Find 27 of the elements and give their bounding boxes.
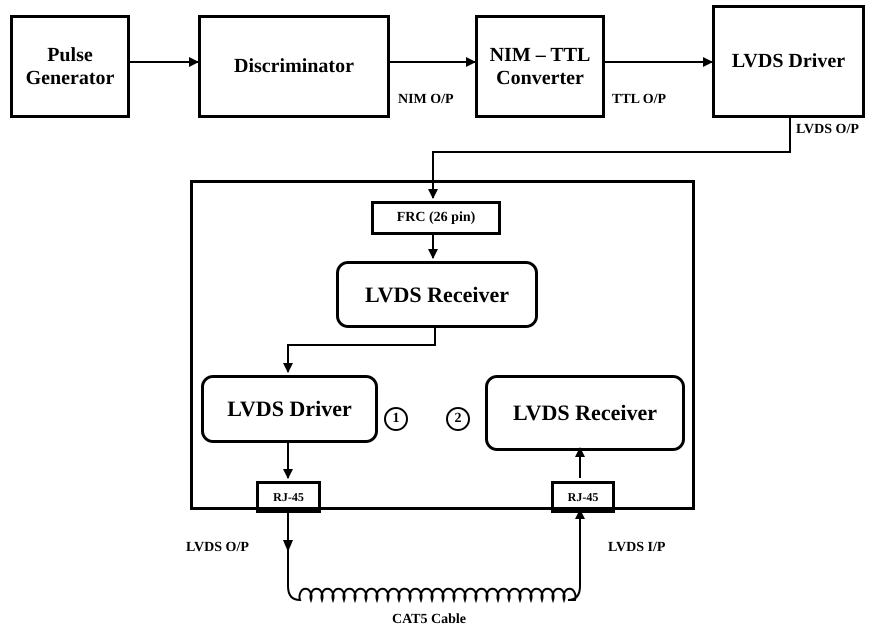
edge-label: LVDS O/P bbox=[796, 122, 859, 138]
container-box bbox=[190, 180, 695, 510]
signal-label: LVDS O/P bbox=[186, 540, 249, 556]
block-box: RJ-45 bbox=[256, 481, 321, 513]
arrow bbox=[283, 325, 436, 373]
arrow bbox=[390, 57, 476, 67]
arrow bbox=[428, 118, 791, 199]
block-box: NIM – TTL Converter bbox=[475, 15, 605, 118]
numbered-circle: 1 bbox=[384, 407, 408, 431]
arrow bbox=[575, 447, 585, 478]
cable-label: CAT5 Cable bbox=[392, 612, 466, 628]
signal-label: LVDS I/P bbox=[608, 540, 666, 556]
block-box: LVDS Receiver bbox=[336, 261, 538, 328]
edge-label: NIM O/P bbox=[398, 92, 454, 108]
arrow bbox=[283, 440, 293, 479]
block-box: Pulse Generator bbox=[10, 15, 130, 118]
numbered-circle: 2 bbox=[446, 407, 470, 431]
block-box: FRC (26 pin) bbox=[371, 201, 501, 235]
block-box: LVDS Receiver bbox=[485, 375, 685, 451]
block-box: RJ-45 bbox=[551, 481, 615, 513]
edge-label: TTL O/P bbox=[612, 92, 666, 108]
block-box: LVDS Driver bbox=[712, 5, 865, 118]
arrow bbox=[605, 57, 713, 67]
block-box: LVDS Driver bbox=[201, 375, 378, 443]
arrow bbox=[428, 232, 438, 259]
block-box: Discriminator bbox=[198, 15, 390, 118]
arrow bbox=[130, 57, 199, 67]
